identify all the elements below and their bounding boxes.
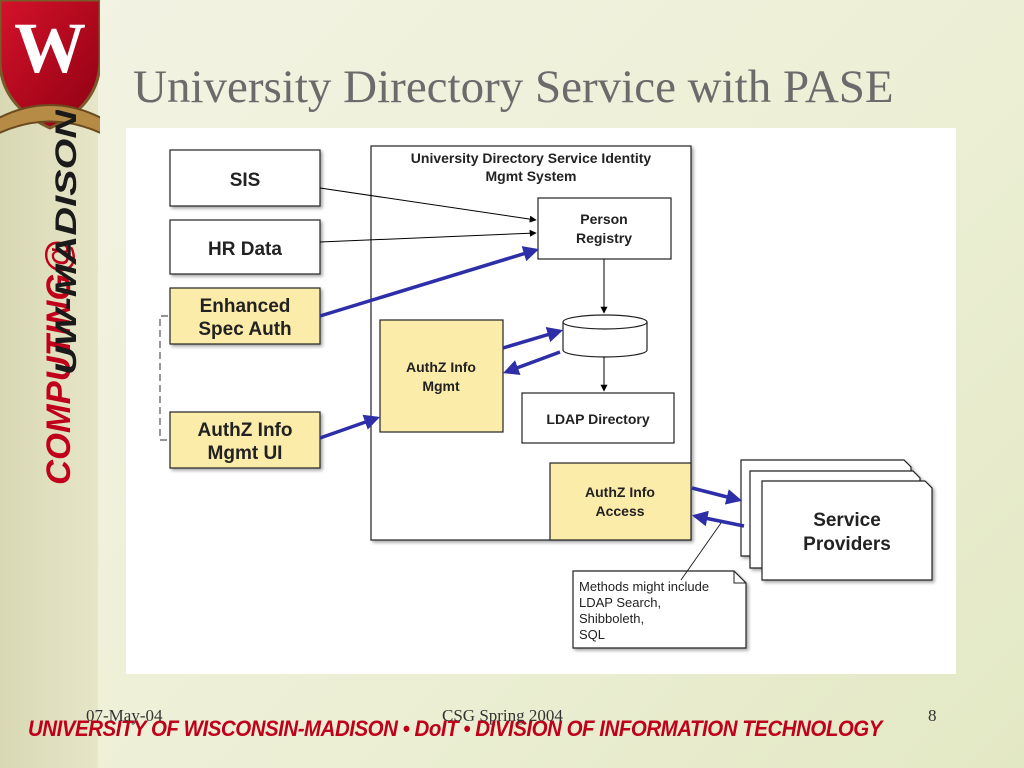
authz-access-label-line2: Access	[595, 503, 644, 519]
authz-mgmt-label-line1: AuthZ Info	[406, 359, 476, 375]
arrow-sis-to-registry	[319, 187, 537, 223]
arrow-ui-to-authz-mgmt	[319, 414, 380, 440]
diagram-panel: University Directory Service Identity Mg…	[126, 128, 956, 674]
brand-computing: COMPUTING@	[40, 240, 78, 485]
authz-ui-label-line2: Mgmt UI	[208, 443, 283, 464]
person-registry-label-line1: Person	[580, 211, 627, 227]
note-line-3: Shibboleth,	[579, 611, 644, 626]
authz-ui-label-line1: AuthZ Info	[198, 420, 293, 441]
authz-access-label-line1: AuthZ Info	[585, 484, 655, 500]
footer-page-number: 8	[928, 706, 937, 725]
enhanced-label-line1: Enhanced	[200, 296, 291, 317]
service-providers-label-line1: Service	[813, 510, 881, 531]
sis-label: SIS	[230, 170, 261, 191]
system-title-line2: Mgmt System	[485, 168, 576, 184]
note-line-4: SQL	[579, 627, 605, 642]
footer-center-text: CSG Spring 2004	[442, 706, 563, 725]
enhanced-spec-auth-box	[169, 287, 321, 345]
authz-mgmt-ui-box	[169, 411, 321, 469]
note-line-2: LDAP Search,	[579, 595, 661, 610]
brand-uw-madison: UW-MADISON	[50, 110, 83, 375]
service-providers-stack	[740, 459, 933, 581]
ldap-directory-label: LDAP Directory	[546, 411, 649, 427]
arrow-access-to-providers	[691, 486, 743, 505]
note-line-1: Methods might include	[579, 579, 709, 594]
note-connector-line	[680, 522, 722, 581]
crest-letter: W	[14, 8, 86, 88]
service-providers-label-line2: Providers	[803, 534, 891, 555]
footer-date: 07-May-04	[86, 706, 163, 725]
arrow-db-to-authz-mgmt	[503, 350, 561, 376]
arrow-authz-mgmt-to-db	[502, 327, 564, 350]
authz-mgmt-label-line2: Mgmt	[422, 378, 460, 394]
person-registry-box	[537, 197, 672, 260]
architecture-diagram: University Directory Service Identity Mg…	[159, 145, 933, 649]
hr-data-box	[169, 219, 321, 275]
slide-title: University Directory Service with PASE	[133, 61, 894, 113]
authz-info-mgmt-box	[379, 319, 504, 433]
arrow-enhanced-to-registry	[319, 246, 540, 318]
computing-uw-madison-brand: COMPUTING@ UW-MADISON	[40, 110, 83, 485]
dashed-bracket	[159, 315, 168, 441]
sidebar: W COMPUTING@ UW-MADISON	[0, 0, 100, 768]
database-cylinder	[562, 314, 648, 358]
arrow-providers-to-access	[691, 510, 745, 528]
sis-box	[169, 149, 321, 207]
person-registry-label-line2: Registry	[576, 230, 632, 246]
uw-crest-logo: W	[0, 0, 100, 134]
footer-banner: UNIVERSITY OF WISCONSIN-MADISON • DoIT •…	[28, 716, 882, 741]
authz-info-access-box	[549, 462, 692, 541]
methods-note	[572, 570, 747, 649]
hr-data-label: HR Data	[208, 239, 282, 260]
ldap-directory-box	[521, 392, 675, 444]
system-title-line1: University Directory Service Identity	[411, 150, 652, 166]
enhanced-label-line2: Spec Auth	[198, 319, 291, 340]
arrow-hr-to-registry	[319, 229, 537, 243]
